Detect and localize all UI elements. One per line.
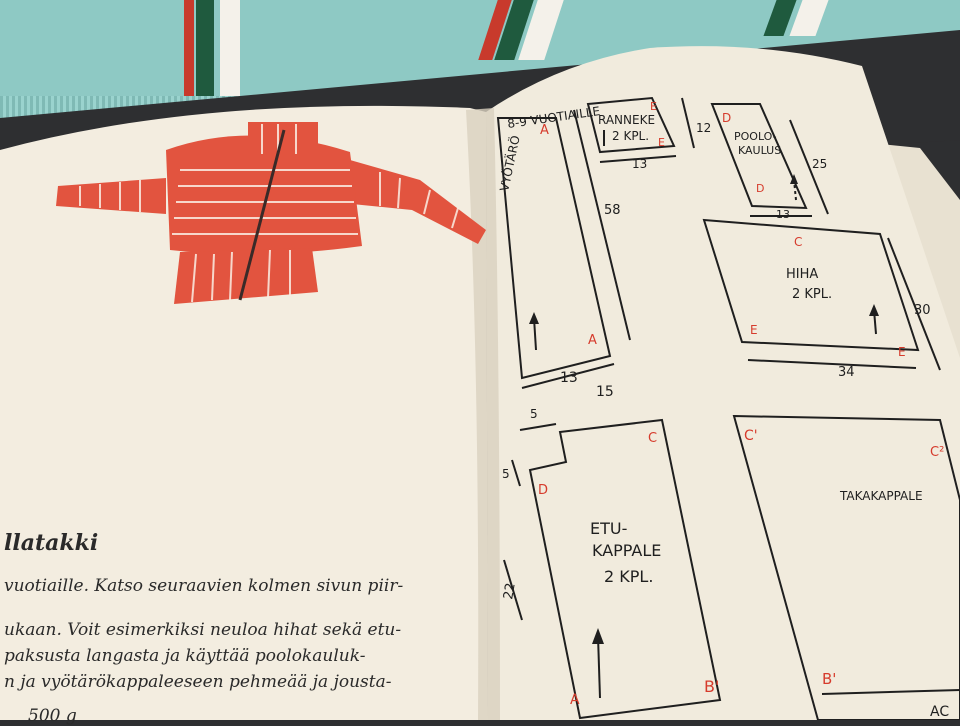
cuff-width: 13 bbox=[632, 157, 647, 171]
collar-label-2: KAULUS bbox=[738, 144, 781, 157]
waist-bottom-letter: A bbox=[588, 333, 597, 348]
piece-front bbox=[528, 418, 722, 720]
back-bottom-left-letter: B' bbox=[822, 670, 836, 688]
left-page-line: n ja vyötärökappaleeseen pehmeää ja jous… bbox=[4, 672, 392, 692]
front-label-2: KAPPALE bbox=[592, 541, 661, 560]
rug-stripe bbox=[184, 0, 194, 100]
front-height: 22 bbox=[501, 582, 519, 601]
collar-height: 25 bbox=[812, 157, 827, 171]
front-bottom-left-letter: A bbox=[570, 692, 580, 708]
pattern-diagram bbox=[496, 96, 960, 720]
back-top-left-letter: C' bbox=[744, 428, 758, 444]
sleeve-left-letter: E bbox=[750, 323, 758, 337]
piece-collar bbox=[710, 103, 808, 210]
sleeve-label: HIHA bbox=[786, 267, 818, 282]
cuff-height: 12 bbox=[696, 121, 711, 135]
left-page-line: ukaan. Voit esimerkiksi neuloa hihat sek… bbox=[4, 620, 402, 640]
collar-top-letter: D bbox=[722, 111, 731, 125]
sleeve-right-letter: E bbox=[898, 345, 906, 359]
sweater-illustration bbox=[56, 122, 486, 304]
collar-width: 13 bbox=[776, 208, 790, 221]
back-top-right-letter: C² bbox=[930, 445, 944, 460]
collar-label: POOLO- bbox=[734, 130, 777, 143]
left-page-title: llatakki bbox=[4, 530, 99, 556]
front-notch-width: 5 bbox=[530, 407, 538, 421]
piece-waist bbox=[496, 117, 612, 380]
cuff-corner-letter-2: E bbox=[658, 136, 665, 149]
left-page bbox=[0, 105, 488, 720]
waist-height: 58 bbox=[604, 203, 621, 218]
sleeve-top-letter: C bbox=[794, 235, 802, 249]
cuff-label: RANNEKE bbox=[598, 113, 655, 127]
back-label: TAKAKAPPALE bbox=[839, 489, 923, 503]
waist-width: 13 bbox=[560, 370, 578, 386]
front-bottom-right-letter: B' bbox=[704, 677, 719, 696]
sleeve-height: 30 bbox=[914, 303, 931, 318]
rug-stripe bbox=[196, 0, 214, 100]
piece-sleeve bbox=[702, 218, 920, 352]
right-page bbox=[486, 46, 960, 720]
waist-outer-width: 15 bbox=[596, 384, 614, 400]
page-corner-text: AC bbox=[930, 704, 949, 720]
sleeve-width: 34 bbox=[838, 365, 855, 380]
rug-stripe bbox=[220, 0, 240, 100]
front-notch-height: 5 bbox=[502, 467, 510, 481]
cuff-count: 2 KPL. bbox=[612, 129, 649, 143]
front-label: ETU- bbox=[590, 519, 627, 538]
sleeve-count: 2 KPL. bbox=[792, 287, 832, 302]
front-left-letter: D bbox=[538, 483, 548, 498]
left-page-line: paksusta langasta ja käyttää poolokauluk… bbox=[4, 646, 366, 666]
collar-bottom-letter: D bbox=[756, 182, 764, 195]
left-page-cut-line: 500 g bbox=[28, 706, 77, 726]
waist-top-letter: A bbox=[540, 123, 549, 138]
piece-back bbox=[732, 414, 960, 720]
left-page-line: vuotiaille. Katso seuraavien kolmen sivu… bbox=[4, 576, 404, 596]
front-count: 2 KPL. bbox=[604, 567, 653, 586]
cuff-corner-letter: E bbox=[650, 100, 657, 113]
piece-cuff bbox=[586, 96, 676, 154]
front-top-letter: C bbox=[648, 431, 657, 446]
